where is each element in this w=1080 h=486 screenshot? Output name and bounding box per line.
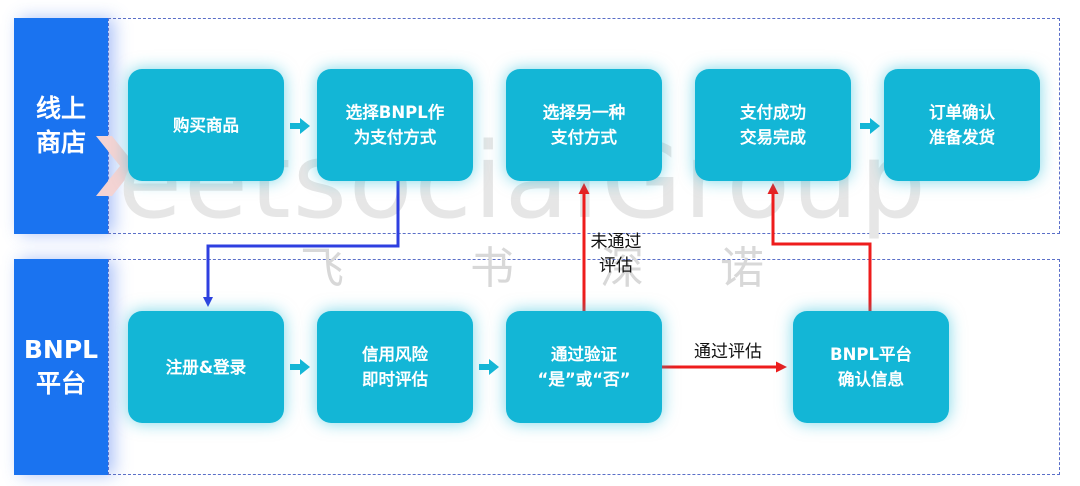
chevron-arrow-icon <box>290 118 310 134</box>
lane-label-online-store: 线上 商店 <box>14 18 108 234</box>
arrow-choose-bnpl-to-register <box>203 181 400 307</box>
chevron-arrow-icon <box>860 118 880 134</box>
chevron-arrow-icon <box>479 359 499 375</box>
arrow-bnpl-confirm-to-pay-success <box>767 183 872 312</box>
step-pay-success: 支付成功 交易完成 <box>695 69 851 181</box>
chevron-arrow-icon <box>290 359 310 375</box>
step-register: 注册&登录 <box>128 311 284 423</box>
watermark-char-1: 飞 <box>300 243 344 294</box>
step-choose-bnpl: 选择BNPL作 为支付方式 <box>317 69 473 181</box>
step-buy: 购买商品 <box>128 69 284 181</box>
step-choose-other: 选择另一种 支付方式 <box>506 69 662 181</box>
watermark-char-4: 诺 <box>720 243 764 294</box>
watermark-char-2: 书 <box>470 243 514 294</box>
step-bnpl-confirm: BNPL平台 确认信息 <box>793 311 949 423</box>
lane-label-bnpl-platform: BNPL 平台 <box>14 259 108 475</box>
label-not-passed: 未通过 评估 <box>590 232 642 276</box>
watermark-char-3: 深 <box>600 243 644 294</box>
step-verify: 通过验证 “是”或“否” <box>506 311 662 423</box>
step-credit-risk: 信用风险 即时评估 <box>317 311 473 423</box>
step-order-confirm: 订单确认 准备发货 <box>884 69 1040 181</box>
label-passed: 通过评估 <box>694 342 762 362</box>
